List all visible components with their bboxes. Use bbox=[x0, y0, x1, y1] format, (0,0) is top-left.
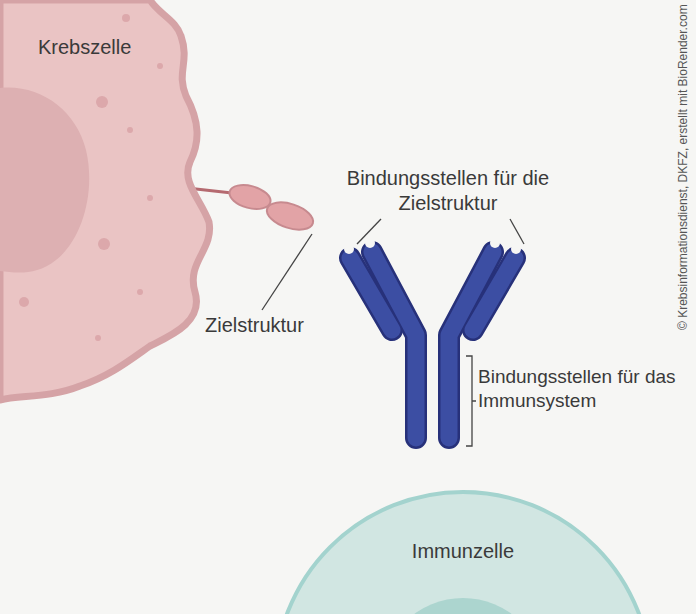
immune-cell: Immunzelle bbox=[273, 490, 653, 614]
binding-site-label: Bindungsstellen für das Immunsystem bbox=[478, 365, 683, 413]
bracket bbox=[466, 356, 476, 446]
target-label: Zielstruktur bbox=[205, 313, 325, 338]
cell-label: Krebszelle bbox=[38, 36, 215, 59]
cell-shape bbox=[0, 0, 215, 405]
cell-label: Immunzelle bbox=[273, 540, 653, 563]
leader-line bbox=[262, 234, 312, 310]
target-domain bbox=[227, 181, 273, 213]
target-domain bbox=[263, 197, 316, 235]
leader-line bbox=[510, 219, 524, 244]
copyright-watermark: © Krebsinformationsdienst, DKFZ, erstell… bbox=[676, 4, 691, 330]
cancer-cell: Krebszelle bbox=[0, 0, 215, 405]
binding-site-label: Bindungsstellen für die Zielstruktur bbox=[343, 166, 553, 216]
